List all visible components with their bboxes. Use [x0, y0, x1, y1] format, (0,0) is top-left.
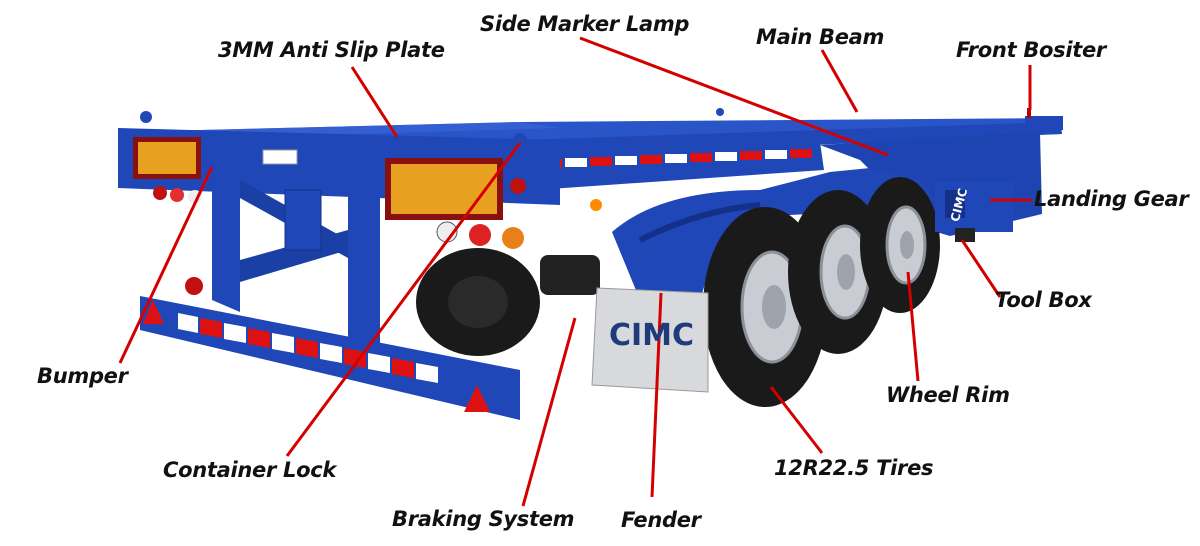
bumper-warning-triangle-left [143, 300, 164, 324]
label-tool-box: Tool Box [995, 288, 1092, 312]
mudflap-logo: CIMC [609, 318, 695, 353]
label-wheel-rim: Wheel Rim [886, 383, 1010, 407]
label-anti-slip-plate: 3MM Anti Slip Plate [218, 38, 445, 62]
label-tires: 12R22.5 Tires [774, 456, 934, 480]
tail-lamp [510, 178, 526, 194]
leader-bumper [118, 166, 214, 364]
label-container-lock: Container Lock [163, 458, 337, 482]
label-braking-system: Braking System [392, 507, 575, 531]
leader-side-marker-lamp [579, 36, 889, 157]
leader-fender [650, 292, 663, 498]
leader-braking-system [521, 317, 577, 507]
brake-chamber [540, 255, 600, 295]
leader-tool-box [960, 239, 1002, 298]
label-fender: Fender [621, 508, 701, 532]
tool-box [955, 228, 975, 242]
container-lock-right [513, 133, 527, 147]
leader-main-beam [820, 49, 859, 113]
bumper-reflective-tape [178, 313, 438, 383]
leader-anti-slip-plate [350, 66, 399, 138]
leader-lines [118, 36, 1032, 507]
label-bumper: Bumper [37, 364, 128, 388]
trailer-illustration [118, 108, 1063, 420]
leader-container-lock [285, 142, 522, 457]
leader-wheel-rim [906, 271, 920, 382]
front-bositer [1025, 116, 1063, 130]
bumper-post-right [348, 165, 380, 355]
tire-3 [860, 177, 940, 313]
label-landing-gear: Landing Gear [1034, 187, 1189, 211]
leader-tires [769, 386, 824, 454]
label-main-beam: Main Beam [756, 25, 885, 49]
bumper-post-left [212, 160, 240, 312]
bumper-warning-triangle-right [464, 385, 490, 412]
container-lock-left [140, 111, 152, 123]
mudflap [591, 287, 709, 393]
label-front-bositer: Front Bositer [956, 38, 1106, 62]
label-side-marker-lamp: Side Marker Lamp [480, 12, 690, 36]
